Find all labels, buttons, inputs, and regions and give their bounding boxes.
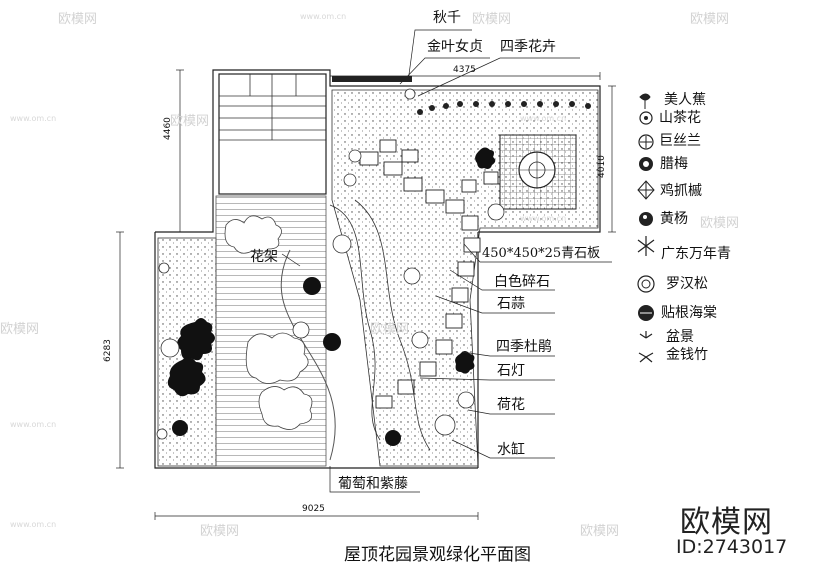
light-shrubs: [156, 88, 505, 440]
watermark: 欧模网: [170, 114, 210, 129]
stair: [219, 74, 326, 141]
label-lamp: 石灯: [497, 363, 525, 379]
label-flowers: 四季花卉: [500, 39, 556, 55]
model-id: ID:2743017: [676, 536, 788, 558]
watermark-url: www.om.cn: [10, 520, 57, 529]
label-trellis: 花架: [250, 249, 278, 265]
watermark: 欧模网: [690, 12, 730, 27]
label-slab: 450*450*25青石板: [482, 246, 601, 261]
stepping-stones: [359, 139, 499, 409]
legend-item: 金钱竹: [666, 347, 708, 363]
swing-platform: [499, 134, 577, 210]
drawing-title: 屋顶花园景观绿化平面图: [344, 545, 531, 565]
dimension-left-lower: 6283: [103, 339, 113, 362]
label-tank: 水缸: [497, 442, 525, 458]
watermark-url: www.om.cn: [520, 114, 567, 123]
legend-item: 广东万年青: [661, 246, 731, 262]
watermark: 欧模网: [200, 524, 240, 539]
label-lotus: 荷花: [497, 397, 525, 413]
maple-icon: [637, 180, 655, 200]
legend-item: 罗汉松: [666, 276, 708, 292]
privet-hedge: [332, 76, 591, 115]
gravel-path: [329, 199, 431, 451]
legend-item: 腊梅: [660, 156, 688, 172]
legend-item: 盆景: [666, 329, 694, 345]
legend-item: 巨丝兰: [659, 133, 701, 149]
legend-item: 鸡抓槭: [660, 183, 702, 199]
begonia-icon: [638, 305, 654, 321]
watermark: 欧模网: [0, 322, 40, 337]
legend-item: 山茶花: [659, 110, 701, 126]
wintersweet-icon: [639, 157, 653, 171]
legend-icons: [637, 93, 655, 363]
podocarpus-icon: [637, 275, 655, 293]
watermark: 欧模网: [58, 12, 98, 27]
boxwood-icon: [639, 212, 653, 226]
watermark-url: www.om.cn: [520, 214, 567, 223]
dimension-left-upper: 4460: [163, 117, 173, 140]
label-vine: 葡萄和紫藤: [338, 476, 408, 492]
legend-item: 黄杨: [660, 211, 688, 227]
label-swing: 秋千: [433, 10, 461, 26]
legend-item: 贴根海棠: [661, 305, 717, 321]
camellia-icon: [639, 111, 653, 125]
label-gravel: 白色碎石: [494, 274, 550, 290]
vine-canopy: [224, 215, 313, 430]
watermark-url: www.om.cn: [10, 114, 57, 123]
bonsai-icon: [639, 331, 653, 339]
watermark-url: www.om.cn: [300, 12, 347, 21]
dimension-bottom: 9025: [302, 504, 325, 514]
dimension-lines: [116, 69, 616, 520]
brand-logo: 欧模网: [680, 505, 773, 540]
dark-shrubs: [167, 147, 496, 446]
watermark: 欧模网: [580, 524, 620, 539]
bamboo-icon: [638, 352, 654, 363]
watermark: 欧模网: [700, 216, 740, 231]
watermark-url: www.om.cn: [10, 420, 57, 429]
label-garlic: 石蒜: [497, 296, 525, 312]
watermark: 欧模网: [370, 322, 410, 337]
label-privet: 金叶女贞: [427, 39, 483, 55]
dimension-top: 4375: [453, 65, 476, 75]
legend-item: 美人蕉: [664, 92, 706, 108]
watermark: 欧模网: [472, 12, 512, 27]
yucca-icon: [638, 134, 654, 150]
label-azalea: 四季杜鹃: [496, 339, 552, 355]
canna-icon: [639, 93, 651, 109]
aglaonema-icon: [637, 236, 655, 256]
leader-lines: [281, 29, 612, 493]
dimension-right: 4010: [597, 155, 607, 178]
